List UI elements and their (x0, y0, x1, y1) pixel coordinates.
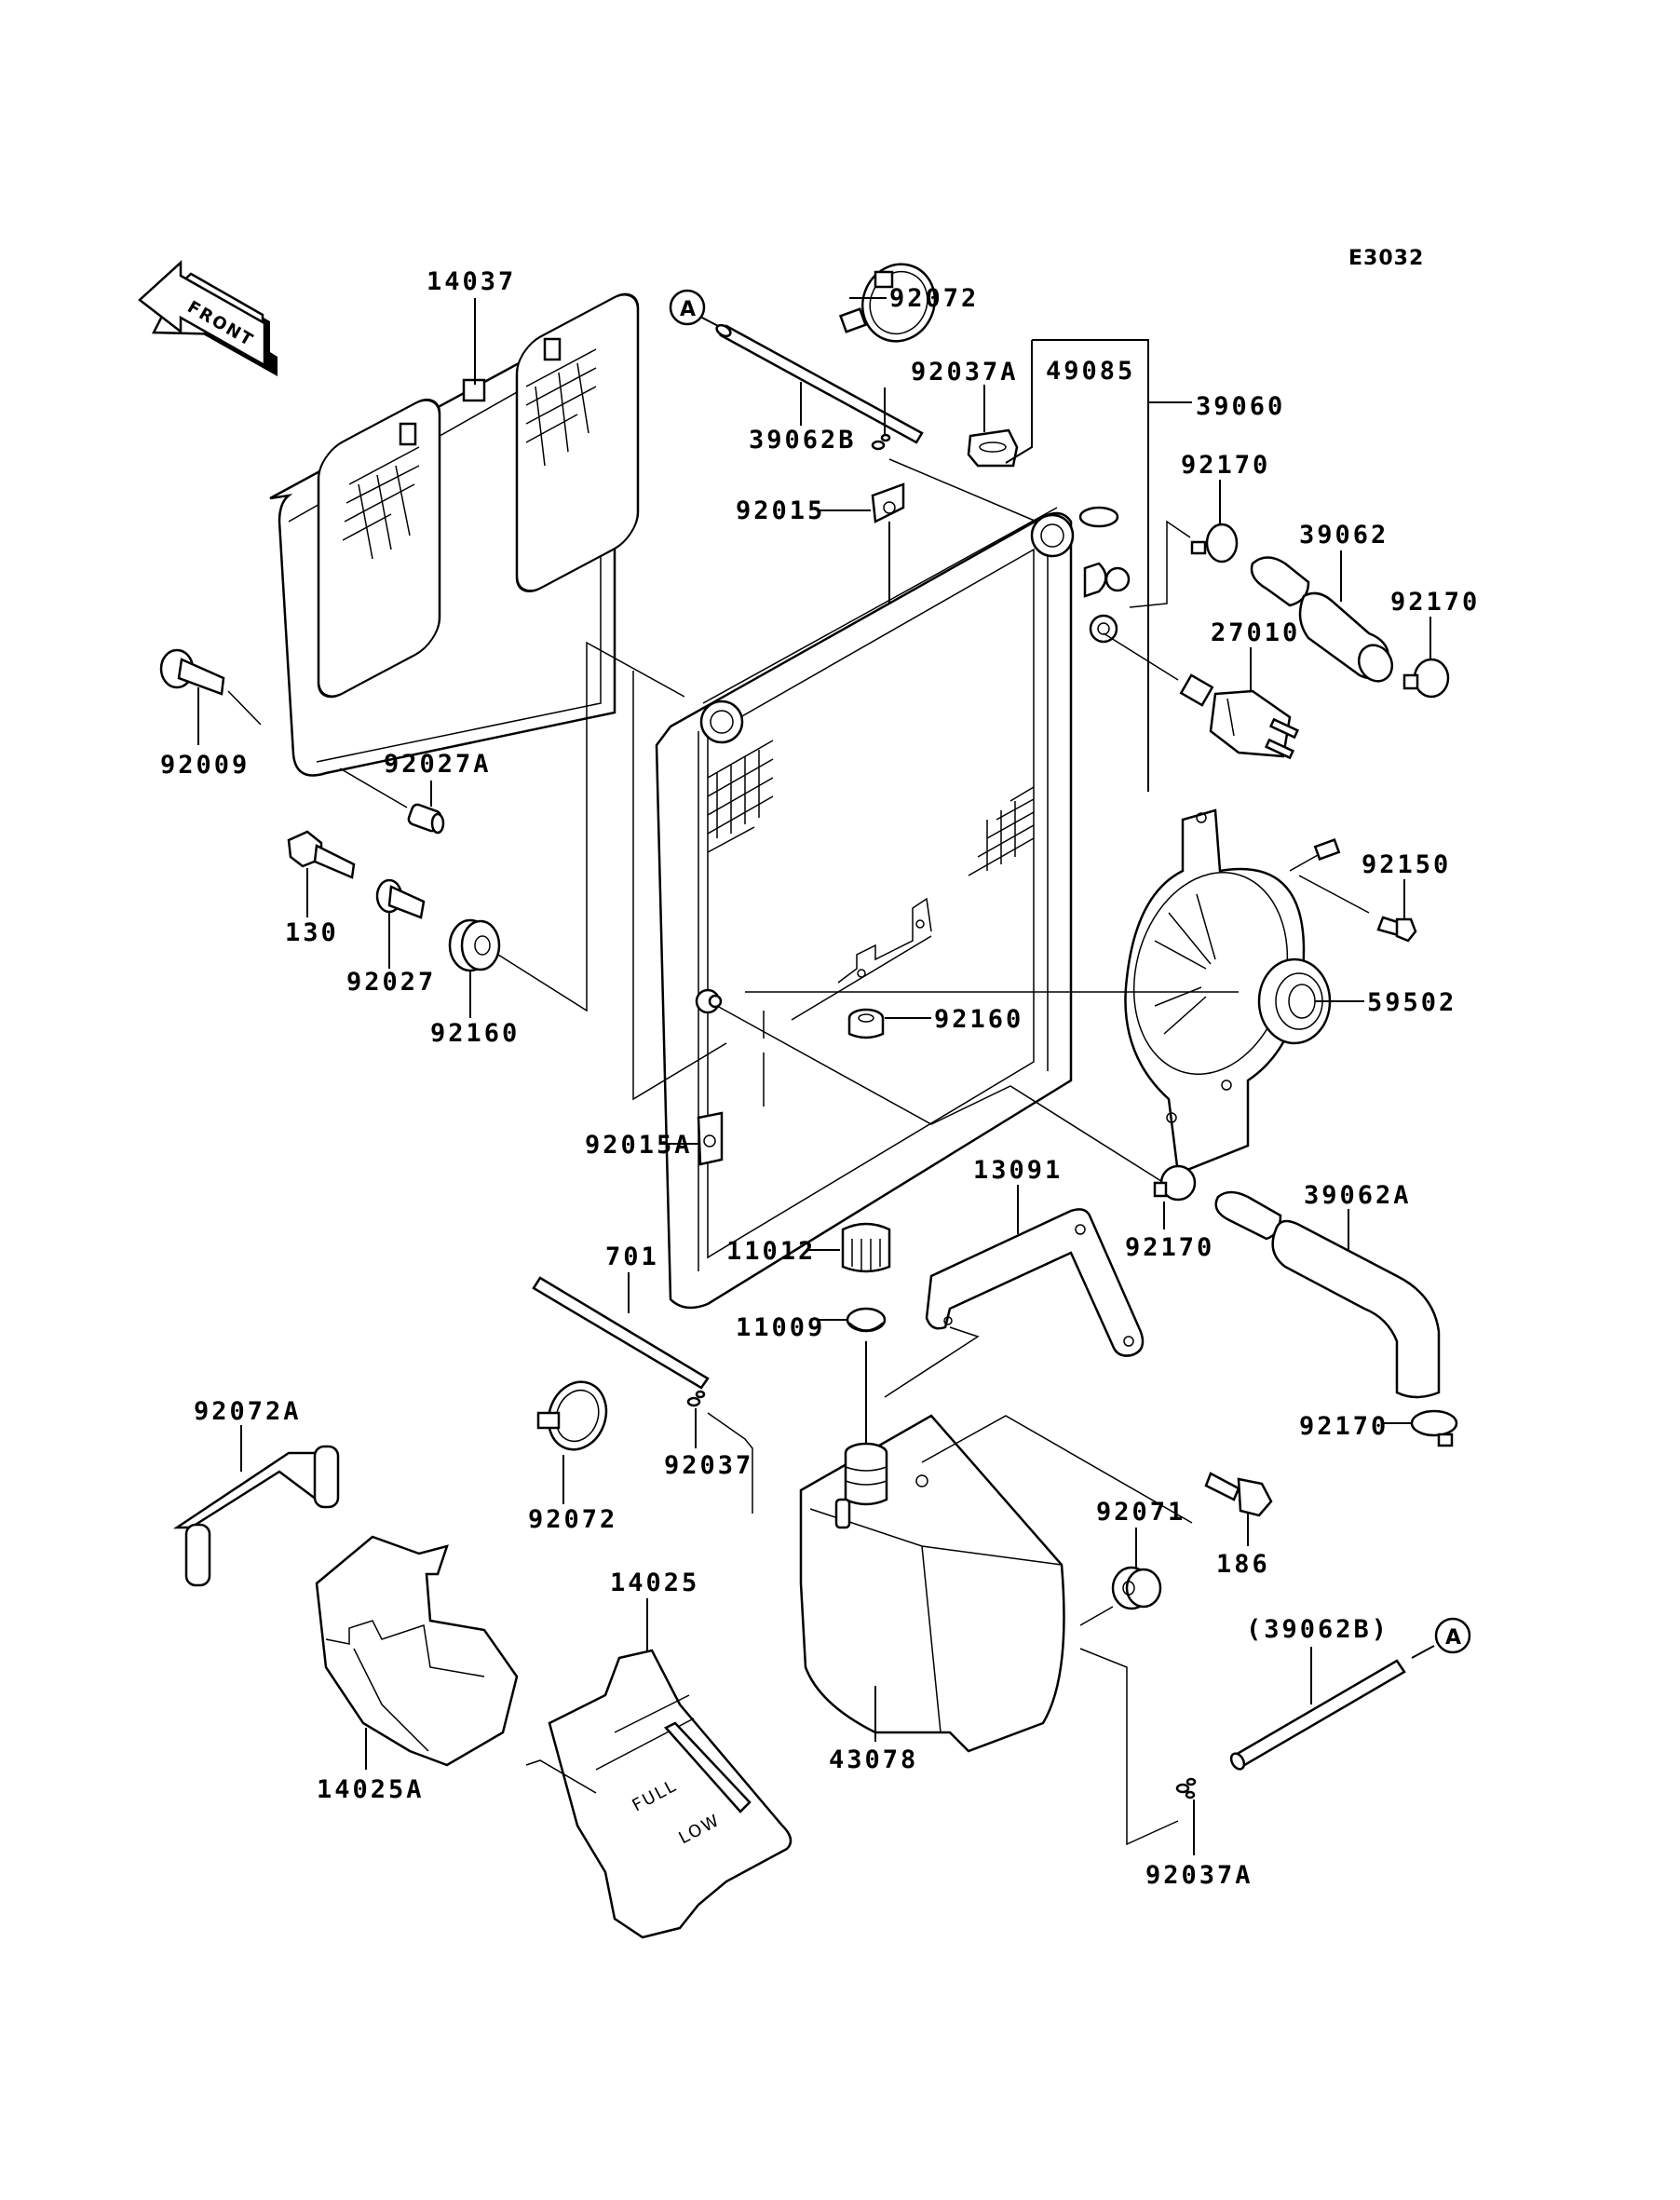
bracket-13091[interactable] (925, 1208, 1145, 1357)
pipe-39062B-ref[interactable] (1228, 1659, 1406, 1772)
callout-92072-bottom[interactable]: 92072 (528, 1505, 617, 1534)
callout-92072[interactable]: 92072 (889, 284, 979, 313)
callout-27010[interactable]: 27010 (1211, 618, 1300, 647)
callout-92037A-bottom[interactable]: 92037A (1145, 1861, 1253, 1890)
reserve-tank-43078[interactable] (799, 1414, 1065, 1753)
hose-clamp-92170-d[interactable] (1410, 1409, 1458, 1447)
callout-92160[interactable]: 92160 (430, 1019, 520, 1048)
clip-92037A-bottom-icon[interactable] (1175, 1777, 1197, 1799)
diagram-code: E3032 (1348, 247, 1424, 270)
bolt-92009[interactable] (159, 648, 225, 696)
bolt-92150[interactable] (1376, 916, 1417, 943)
hose-clamp-92170-c[interactable] (1153, 1164, 1197, 1202)
rubber-mount-49085[interactable] (967, 428, 1019, 468)
hose-clamp-92072[interactable] (838, 252, 948, 353)
pipe-39062B[interactable] (715, 323, 924, 444)
callout-92150[interactable]: 92150 (1362, 850, 1451, 879)
callout-92072A[interactable]: 92072A (194, 1397, 302, 1426)
callout-43078[interactable]: 43078 (829, 1745, 918, 1774)
callout-59502[interactable]: 59502 (1367, 988, 1456, 1017)
callout-14025[interactable]: 14025 (610, 1569, 699, 1597)
callout-11009[interactable]: 11009 (736, 1313, 825, 1342)
clip-92037A-icon[interactable] (871, 433, 891, 451)
callout-92170-b[interactable]: 92170 (1390, 588, 1480, 617)
callout-92015A[interactable]: 92015A (585, 1131, 693, 1160)
bracket-92072A[interactable] (172, 1445, 340, 1587)
front-arrow-icon: FRONT (138, 260, 278, 376)
callout-39062B[interactable]: 39062B (749, 426, 857, 455)
callout-13091[interactable]: 13091 (973, 1156, 1063, 1185)
collar-92027A[interactable] (407, 803, 445, 835)
callout-92170-d[interactable]: 92170 (1299, 1412, 1389, 1441)
hose-39062A[interactable] (1214, 1190, 1441, 1399)
svg-text:A: A (680, 298, 697, 321)
callout-92027A[interactable]: 92027A (384, 750, 492, 779)
cap-11012[interactable] (841, 1222, 891, 1273)
callout-39062[interactable]: 39062 (1299, 521, 1389, 550)
clip-92037-icon[interactable] (686, 1390, 706, 1407)
callout-701[interactable]: 701 (605, 1243, 659, 1271)
callout-39062B-ref[interactable]: (39062B) (1246, 1615, 1389, 1644)
callout-92037[interactable]: 92037 (664, 1451, 753, 1480)
callout-39062A[interactable]: 39062A (1304, 1181, 1412, 1210)
callout-14037[interactable]: 14037 (427, 267, 516, 296)
callout-92015[interactable]: 92015 (736, 496, 825, 525)
callout-130[interactable]: 130 (285, 918, 339, 947)
grommet-92160[interactable] (448, 918, 501, 972)
callout-92160-mid[interactable]: 92160 (934, 1005, 1023, 1034)
bolt-186[interactable] (1204, 1472, 1273, 1517)
hose-clamp-92170-b[interactable] (1402, 658, 1450, 699)
callout-92071[interactable]: 92071 (1096, 1498, 1185, 1527)
reference-marker-a (669, 289, 706, 326)
hose-clamp-92170[interactable] (1190, 523, 1239, 564)
plug-11009[interactable] (846, 1307, 887, 1333)
svg-text:A: A (1445, 1626, 1462, 1650)
callout-11012[interactable]: 11012 (726, 1237, 816, 1266)
tank-cover-14025A[interactable] (315, 1535, 519, 1767)
callout-92037A[interactable]: 92037A (911, 358, 1019, 387)
radiator-grille-14037[interactable] (269, 285, 640, 777)
grommet-92160-mid[interactable] (847, 1008, 885, 1039)
bolt-130[interactable] (287, 830, 356, 879)
callout-92170[interactable]: 92170 (1181, 451, 1270, 480)
callout-92009[interactable]: 92009 (160, 751, 250, 780)
hose-clamp-92072-bottom[interactable] (536, 1374, 616, 1458)
callout-14025A[interactable]: 14025A (317, 1775, 425, 1804)
clip-nut-92015A[interactable] (697, 1111, 724, 1166)
callout-92027[interactable]: 92027 (346, 968, 436, 997)
callout-92170-c[interactable]: 92170 (1125, 1233, 1214, 1262)
callout-186[interactable]: 186 (1216, 1550, 1270, 1579)
callout-49085[interactable]: 49085 (1046, 357, 1135, 386)
callout-39060[interactable]: 39060 (1196, 392, 1285, 421)
clip-nut-92015[interactable] (871, 482, 905, 523)
reference-marker-a-bottom (1434, 1617, 1471, 1654)
radiator-39060[interactable] (655, 506, 1131, 1310)
hose-39062[interactable] (1250, 556, 1399, 687)
pipe-701[interactable] (532, 1276, 710, 1390)
collar-92027[interactable] (375, 878, 426, 919)
tank-cover-14025[interactable]: FULL LOW (525, 1649, 793, 1939)
grommet-92071[interactable] (1111, 1566, 1162, 1610)
temperature-sensor-27010[interactable] (1103, 632, 1300, 760)
